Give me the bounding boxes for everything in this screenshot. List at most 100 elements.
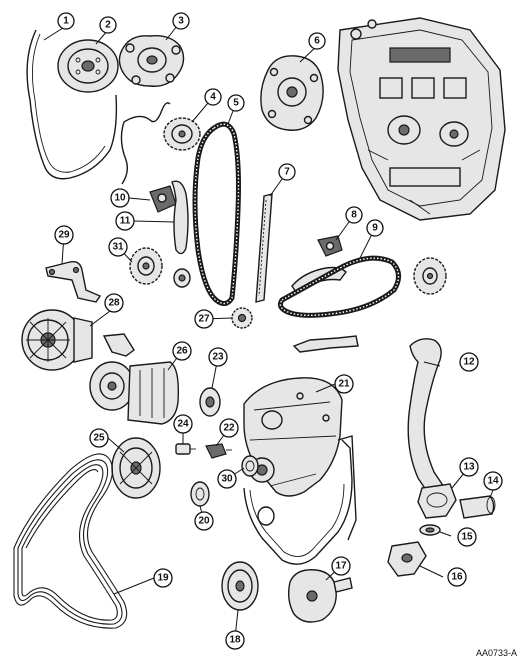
callout-4: 4: [204, 88, 222, 106]
callout-25: 25: [89, 428, 109, 448]
part-18-pulley: [221, 561, 259, 611]
callout-7-label: 7: [284, 167, 290, 178]
callout-11-label: 11: [120, 216, 131, 227]
callout-6: 6: [308, 32, 326, 50]
part-20-seal: [190, 481, 210, 507]
part-12-hose: [407, 338, 448, 497]
part-28-alternator: [21, 309, 93, 371]
callout-4-label: 4: [210, 92, 216, 103]
callout-12-label: 12: [463, 357, 475, 368]
part-13-housing: [417, 483, 457, 519]
callout-30: 30: [217, 469, 237, 489]
callout-2-label: 2: [105, 20, 111, 31]
callout-22: 22: [219, 418, 239, 438]
callout-7: 7: [278, 163, 296, 181]
part-6-oil-pump: [260, 55, 324, 131]
callout-16-label: 16: [451, 572, 463, 583]
callout-17: 17: [331, 556, 351, 576]
callout-21-label: 21: [338, 379, 350, 390]
part-small-sprocket: [173, 268, 191, 288]
engine-block: [337, 17, 506, 221]
part-11-tensioner-arm: [171, 180, 189, 255]
part-31-sprocket: [129, 247, 163, 285]
part-25-crank-pulley: [111, 437, 161, 499]
part-14-pipe: [459, 495, 496, 519]
part-29-bracket: [45, 260, 102, 303]
callout-10: 10: [110, 188, 130, 208]
callout-10-label: 10: [114, 193, 126, 204]
callout-18-label: 18: [229, 635, 241, 646]
callout-19: 19: [153, 568, 173, 588]
part-22-sensor: [205, 443, 232, 459]
part-30-seal: [241, 455, 259, 477]
callout-9-label: 9: [372, 223, 378, 234]
callout-30-label: 30: [221, 474, 233, 485]
callout-25-label: 25: [93, 433, 105, 444]
part-mount-bracket: [337, 435, 357, 541]
part-10-tensioner: [149, 185, 177, 213]
callout-28-label: 28: [108, 298, 120, 309]
leader-lines: [43, 20, 494, 639]
callout-11: 11: [115, 211, 135, 231]
callout-1-label: 1: [63, 16, 69, 27]
callout-21: 21: [334, 374, 354, 394]
callout-16: 16: [447, 567, 467, 587]
part-9-chain: [277, 255, 401, 318]
callout-31: 31: [108, 237, 128, 257]
part-15-thermostat: [419, 524, 441, 536]
figure-reference: AA0733-A: [475, 648, 517, 658]
callout-28: 28: [104, 293, 124, 313]
callout-27-label: 27: [198, 314, 210, 325]
part-1-gasket: [26, 29, 118, 180]
part-21-front-cover: [243, 377, 343, 497]
part-cover-gasket: [243, 439, 353, 565]
part-cam-sprocket: [413, 257, 447, 295]
callout-18: 18: [225, 630, 245, 650]
callout-14: 14: [483, 471, 503, 491]
callout-8-label: 8: [351, 210, 357, 221]
callout-1: 1: [57, 12, 75, 30]
part-lower-guide: [292, 335, 359, 353]
part-7-chain-guide: [255, 193, 273, 303]
part-4-sprocket: [163, 117, 201, 151]
part-27-sprocket: [231, 307, 253, 329]
part-17-pump: [287, 569, 353, 623]
callout-13: 13: [459, 457, 479, 477]
callout-27: 27: [194, 309, 214, 329]
callout-31-label: 31: [112, 242, 124, 253]
callout-9: 9: [366, 219, 384, 237]
callout-5-label: 5: [233, 98, 239, 109]
callout-20-label: 20: [198, 516, 210, 527]
part-2-pulley: [57, 39, 119, 93]
part-19-belt: [13, 453, 128, 629]
callout-24: 24: [173, 414, 193, 434]
callout-29-label: 29: [58, 230, 70, 241]
callout-3: 3: [172, 12, 190, 30]
callout-19-label: 19: [157, 573, 169, 584]
callout-8: 8: [345, 206, 363, 224]
callout-3-label: 3: [178, 16, 184, 27]
callout-2: 2: [99, 16, 117, 34]
part-gasket-strip: [120, 102, 171, 185]
part-3-water-pump: [118, 35, 185, 87]
part-24-spacer: [175, 443, 196, 455]
callout-17-label: 17: [335, 561, 347, 572]
part-23-idler-pulley: [199, 387, 221, 417]
callout-6-label: 6: [314, 36, 320, 47]
callout-29: 29: [54, 225, 74, 245]
part-16-outlet: [387, 541, 427, 577]
part-5-timing-chain: [192, 121, 241, 306]
callout-24-label: 24: [177, 419, 189, 430]
part-26-compressor: [89, 333, 180, 425]
callout-12: 12: [459, 352, 479, 372]
callout-13-label: 13: [463, 462, 475, 473]
callout-20: 20: [194, 511, 214, 531]
callout-26-label: 26: [176, 346, 188, 357]
part-8-tensioner: [317, 235, 343, 257]
callout-22-label: 22: [223, 423, 235, 434]
callout-23-label: 23: [212, 352, 224, 363]
callout-14-label: 14: [487, 476, 499, 487]
callout-15-label: 15: [461, 532, 473, 543]
callout-23: 23: [208, 347, 228, 367]
